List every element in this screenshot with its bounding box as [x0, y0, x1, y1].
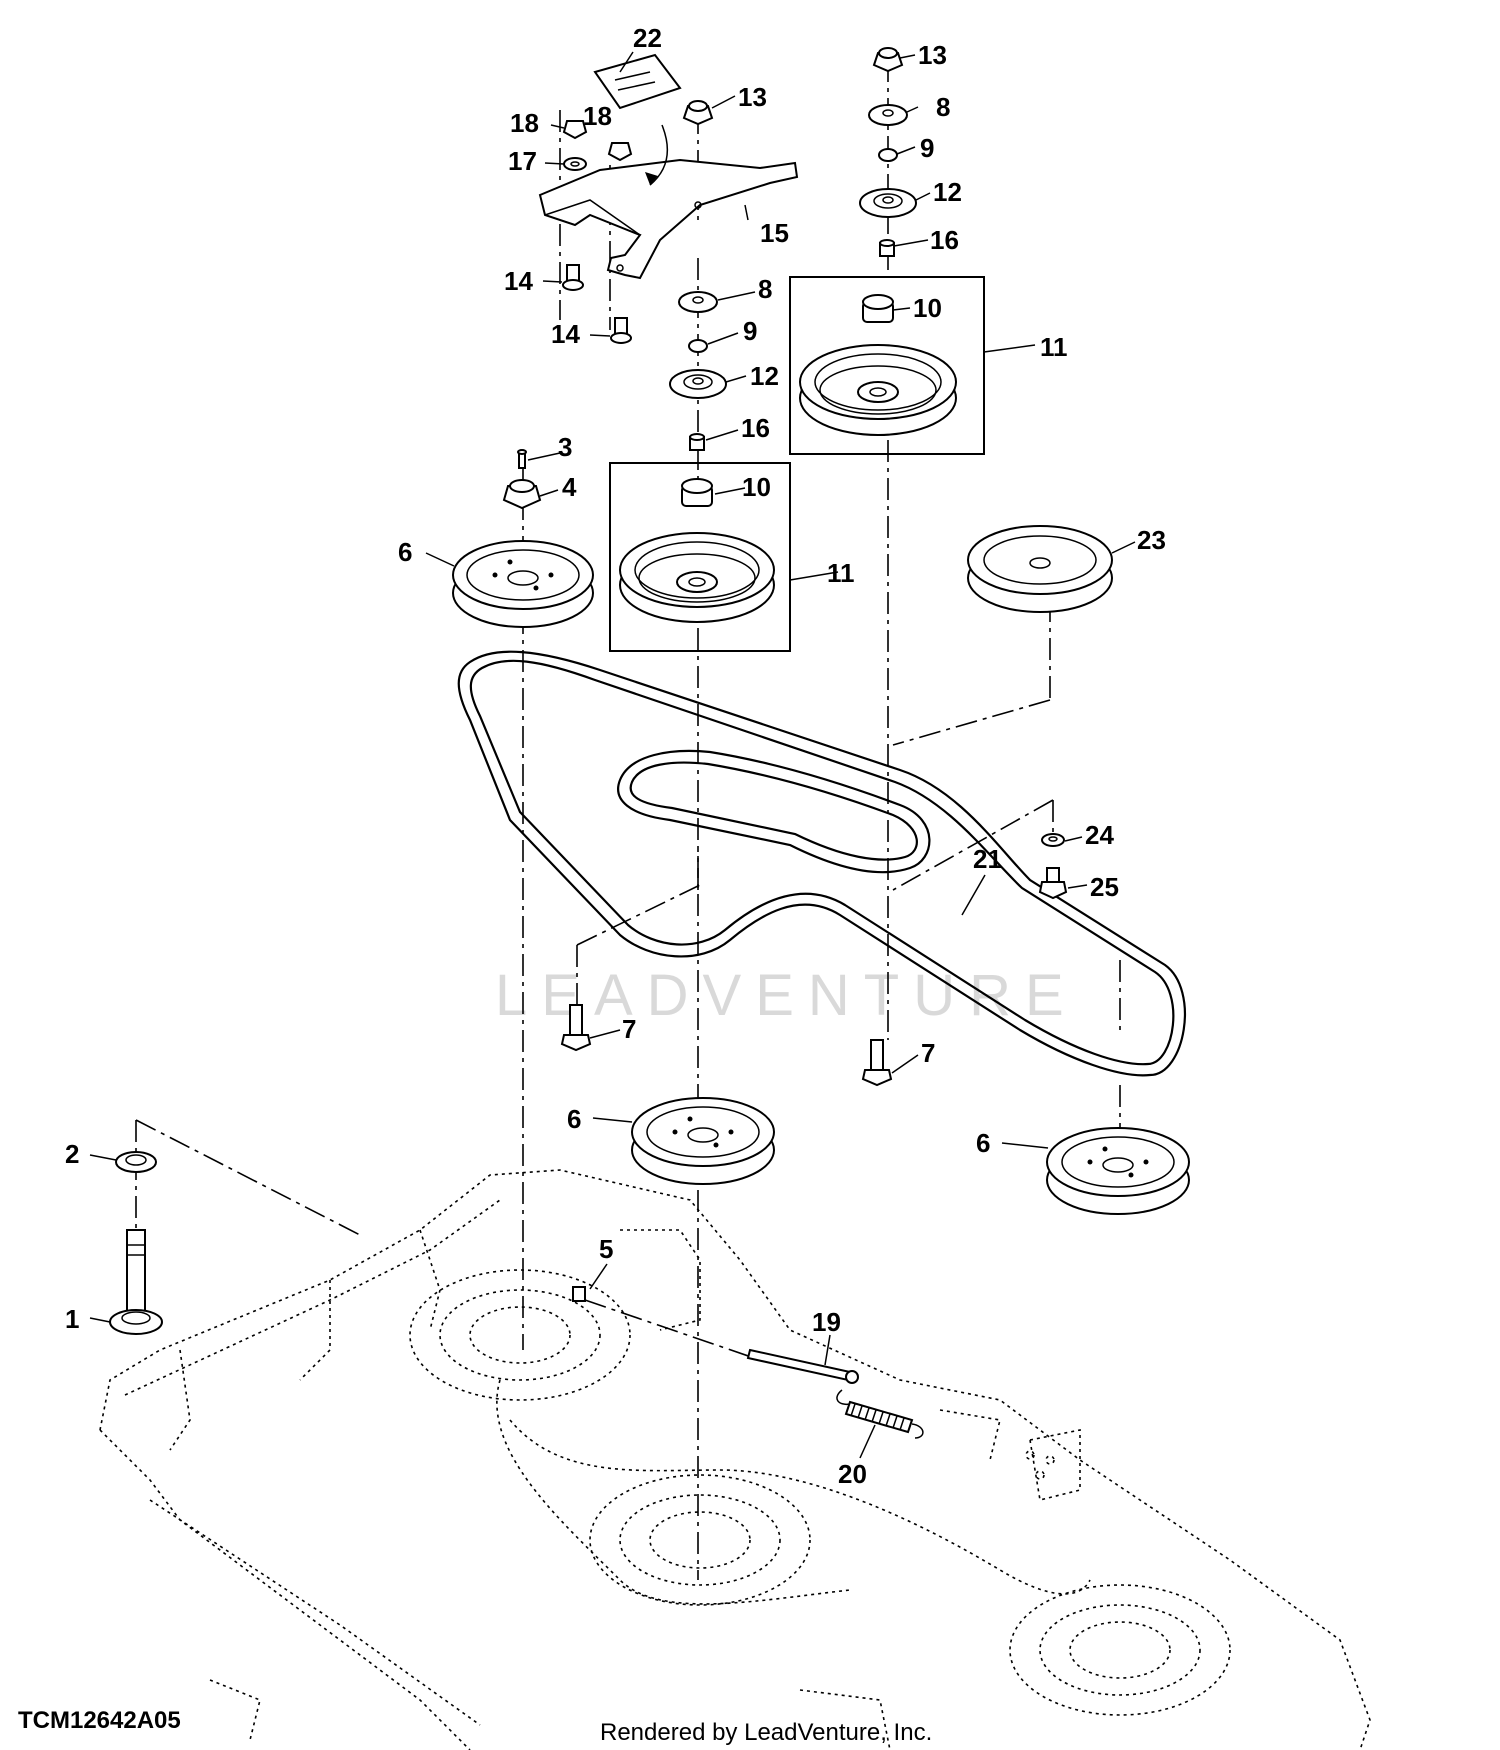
nut-4 — [502, 479, 542, 510]
belt-guide-bracket — [538, 158, 799, 280]
callout-12-right: 12 — [933, 177, 962, 207]
callout-15: 15 — [760, 218, 789, 248]
idler-assembly-11-right — [789, 276, 985, 455]
callout-14-a: 14 — [504, 266, 533, 296]
callout-21: 21 — [973, 844, 1002, 874]
callout-16-right: 16 — [930, 225, 959, 255]
belt-inner-loop — [617, 749, 931, 874]
callout-4: 4 — [562, 472, 577, 502]
washer-24 — [1041, 833, 1065, 847]
sheave-23 — [967, 525, 1113, 613]
bearing-cap-12-left — [669, 369, 727, 399]
callout-20: 20 — [838, 1459, 867, 1489]
callout-16-left: 16 — [741, 413, 770, 443]
callout-25: 25 — [1090, 872, 1119, 902]
callout-1: 1 — [65, 1304, 79, 1334]
callout-17: 17 — [508, 146, 537, 176]
callout-24: 24 — [1085, 820, 1114, 850]
sheave-6-middle — [631, 1097, 775, 1185]
sheave-6-right — [1046, 1127, 1190, 1215]
extension-spring-20 — [836, 1389, 924, 1439]
callout-7-right: 7 — [921, 1038, 935, 1068]
callout-3: 3 — [558, 432, 572, 462]
callout-2: 2 — [65, 1139, 79, 1169]
bolt-7-left — [560, 1004, 592, 1052]
sheave-6-top-left — [452, 540, 594, 628]
washer-8-right — [868, 104, 908, 126]
spacer-16-right — [879, 239, 895, 257]
lock-nut-18-a — [562, 120, 588, 140]
bolt-14-b — [610, 317, 632, 344]
callout-9-left: 9 — [743, 316, 757, 346]
callout-8-left: 8 — [758, 274, 772, 304]
callout-10-left: 10 — [742, 472, 771, 502]
callout-11-left: 11 — [827, 558, 855, 588]
washer-2 — [115, 1151, 157, 1173]
assembly-center-lines — [135, 60, 1121, 1580]
render-credit: Rendered by LeadVenture, Inc. — [600, 1719, 932, 1746]
callout-14-b: 14 — [551, 319, 580, 349]
watermark: LEADVENTURE — [495, 963, 1078, 1028]
washer-17 — [563, 157, 587, 171]
decal — [593, 53, 682, 186]
callout-5: 5 — [599, 1234, 613, 1264]
bolt-25 — [1038, 867, 1068, 900]
leader-lines — [89, 51, 1136, 1459]
callout-18-a: 18 — [510, 108, 539, 138]
spacer-9-left — [688, 339, 708, 353]
callout-13-right: 13 — [918, 40, 947, 70]
idler-assembly-11-left — [609, 462, 791, 652]
lock-nut-18-b — [607, 142, 633, 162]
bolt-14-a — [562, 264, 584, 291]
bolt-7-right — [861, 1039, 893, 1087]
callout-13-left: 13 — [738, 82, 767, 112]
callout-6-top-left: 6 — [398, 537, 412, 567]
callout-23: 23 — [1137, 525, 1166, 555]
callout-11-right: 11 — [1040, 332, 1068, 362]
drive-belt-21 — [457, 650, 1187, 1077]
callout-12-left: 12 — [750, 361, 779, 391]
watermark-text: LEADVENTURE — [495, 963, 1078, 1028]
fitting-5 — [572, 1286, 586, 1302]
callout-6-middle: 6 — [567, 1104, 581, 1134]
callout-9-right: 9 — [920, 133, 934, 163]
eyebolt-19 — [746, 1348, 859, 1384]
callout-labels: 22 13 13 8 9 12 16 10 11 18 18 17 15 14 … — [65, 23, 1166, 1489]
callout-19: 19 — [812, 1307, 841, 1337]
callout-7-left: 7 — [622, 1014, 636, 1044]
figure-code: TCM12642A05 — [18, 1707, 181, 1734]
grease-fitting-3 — [517, 449, 527, 469]
lock-nut-13-left — [682, 100, 714, 126]
callout-10-right: 10 — [913, 293, 942, 323]
spacer-9-right — [878, 148, 898, 162]
bearing-cap-12-right — [859, 188, 917, 218]
callout-22: 22 — [633, 23, 662, 53]
callout-6-right: 6 — [976, 1128, 990, 1158]
mower-deck — [99, 1169, 1371, 1750]
spindle-shaft-1 — [109, 1229, 163, 1335]
lock-nut-13-right — [872, 47, 904, 73]
callout-8-right: 8 — [936, 92, 950, 122]
washer-8-left — [678, 291, 718, 313]
callout-18-b: 18 — [583, 101, 612, 131]
spacer-16-left — [689, 433, 705, 451]
